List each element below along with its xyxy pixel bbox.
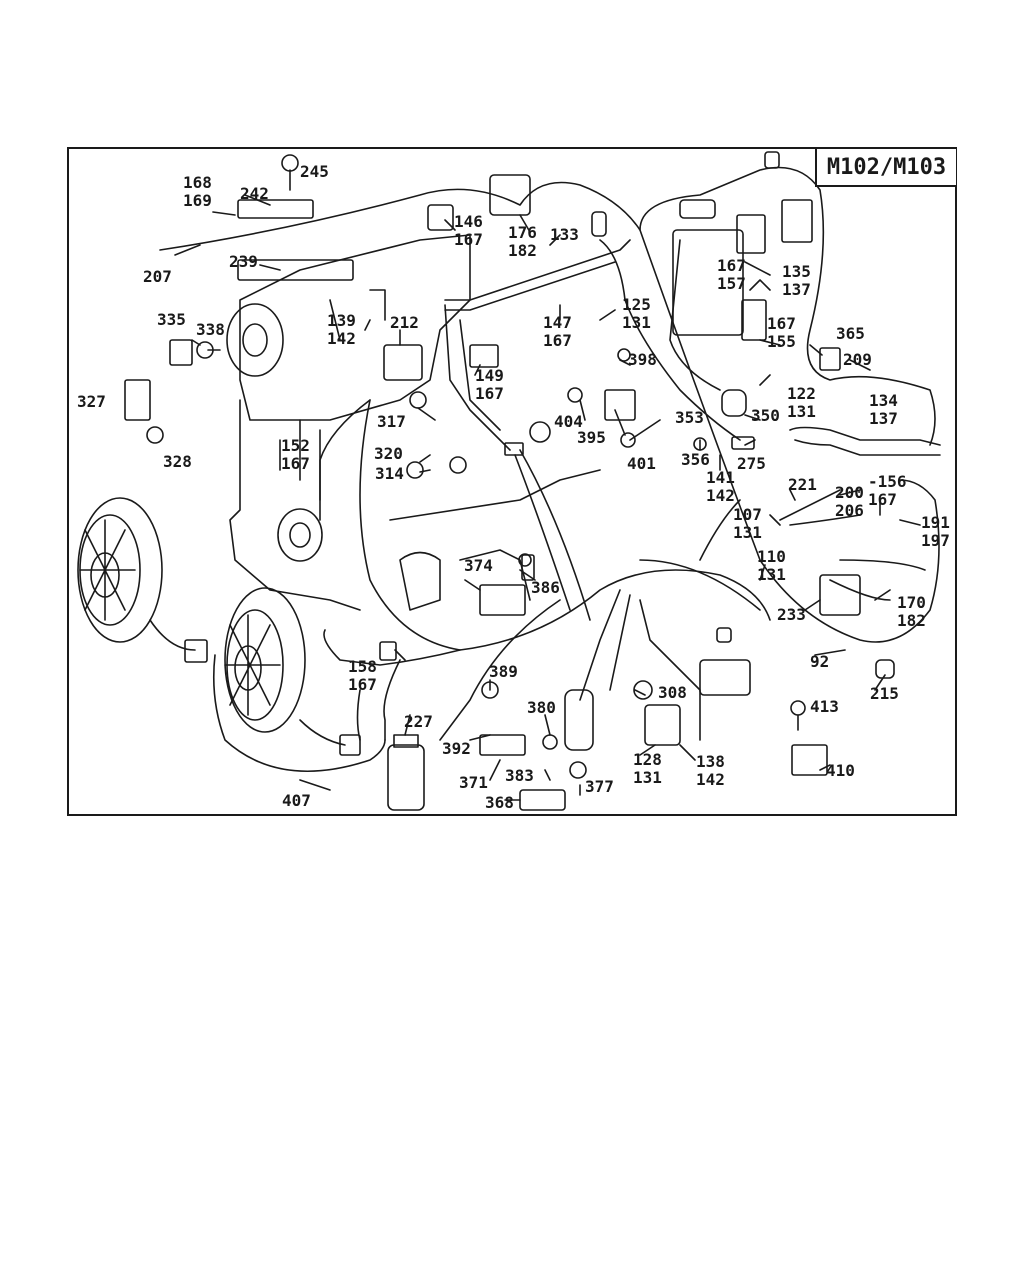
callout-110-131: 110 131 [757, 547, 786, 584]
callout-133: 133 [550, 225, 579, 244]
callout-191-197: 191 197 [921, 513, 950, 550]
callout-239: 239 [229, 252, 258, 271]
callout-308: 308 [658, 683, 687, 702]
air-tube [789, 426, 941, 456]
callout-207: 207 [143, 267, 172, 286]
camshaft-gear [226, 303, 284, 377]
callout-215: 215 [870, 684, 899, 703]
callout-353: 353 [675, 408, 704, 427]
callout-374: 374 [464, 556, 493, 575]
callout-242: 242 [240, 184, 269, 203]
callout-371: 371 [459, 773, 488, 792]
ignition-coil [387, 744, 425, 811]
callout-377: 377 [585, 777, 614, 796]
callout-407: 407 [282, 791, 311, 810]
callout-365: 365 [836, 324, 865, 343]
callout-233: 233 [777, 605, 806, 624]
callout-327: 327 [77, 392, 106, 411]
callout-245: 245 [300, 162, 329, 181]
callout-335: 335 [157, 310, 186, 329]
callout-275: 275 [737, 454, 766, 473]
engine-block-outline [239, 234, 471, 421]
callout-380: 380 [527, 698, 556, 717]
callout-395: 395 [577, 428, 606, 447]
callout-383: 383 [505, 766, 534, 785]
callout-167-157: 167 157 [717, 256, 746, 293]
fan-left [77, 497, 196, 651]
callout-320: 320 [374, 444, 403, 463]
callout-167-155: 167 155 [767, 314, 796, 351]
callout-209: 209 [843, 350, 872, 369]
callout-413: 413 [810, 697, 839, 716]
callout-176-182: 176 182 [508, 223, 537, 260]
callout-138-142: 138 142 [696, 752, 725, 789]
fan-right [224, 587, 346, 746]
harness-main [159, 181, 940, 643]
callout-92: 92 [810, 652, 830, 671]
ignition-module [564, 689, 594, 751]
callout-134-137: 134 137 [869, 391, 898, 428]
callout-338: 338 [196, 320, 225, 339]
callout-200-206: 200 206 [835, 483, 864, 520]
callout-147-167: 147 167 [543, 313, 572, 350]
callout-328: 328 [163, 452, 192, 471]
callout-170-182: 170 182 [897, 593, 926, 630]
callout-317: 317 [377, 412, 406, 431]
callout-404: 404 [554, 412, 583, 431]
callout-107-131: 107 131 [733, 505, 762, 542]
callout-227: 227 [404, 712, 433, 731]
relay-box [672, 229, 744, 336]
callout-168-169: 168 169 [183, 173, 212, 210]
callout-368: 368 [485, 793, 514, 812]
callout-314: 314 [375, 464, 404, 483]
callout-389: 389 [489, 662, 518, 681]
model-tag: M102/M103 [815, 149, 956, 187]
callout-156-167: -156 167 [868, 472, 907, 509]
pulley [277, 508, 323, 562]
callout-356: 356 [681, 450, 710, 469]
callout-392: 392 [442, 739, 471, 758]
valve-block [604, 389, 636, 421]
callout-128-131: 128 131 [633, 750, 662, 787]
callout-139-142: 139 142 [327, 311, 356, 348]
callout-386: 386 [531, 578, 560, 597]
callout-410: 410 [826, 761, 855, 780]
callout-122-131: 122 131 [787, 384, 816, 421]
callout-212: 212 [390, 313, 419, 332]
callout-398: 398 [628, 350, 657, 369]
callout-141-142: 141 142 [706, 468, 735, 505]
callout-146-167: 146 167 [454, 212, 483, 249]
callout-221: 221 [788, 475, 817, 494]
callout-149-167: 149 167 [475, 366, 504, 403]
callout-401: 401 [627, 454, 656, 473]
callout-350: 350 [751, 406, 780, 425]
callout-152-167: 152 167 [281, 436, 310, 473]
callout-125-131: 125 131 [622, 295, 651, 332]
callout-158-167: 158 167 [348, 657, 377, 694]
callout-135-137: 135 137 [782, 262, 811, 299]
